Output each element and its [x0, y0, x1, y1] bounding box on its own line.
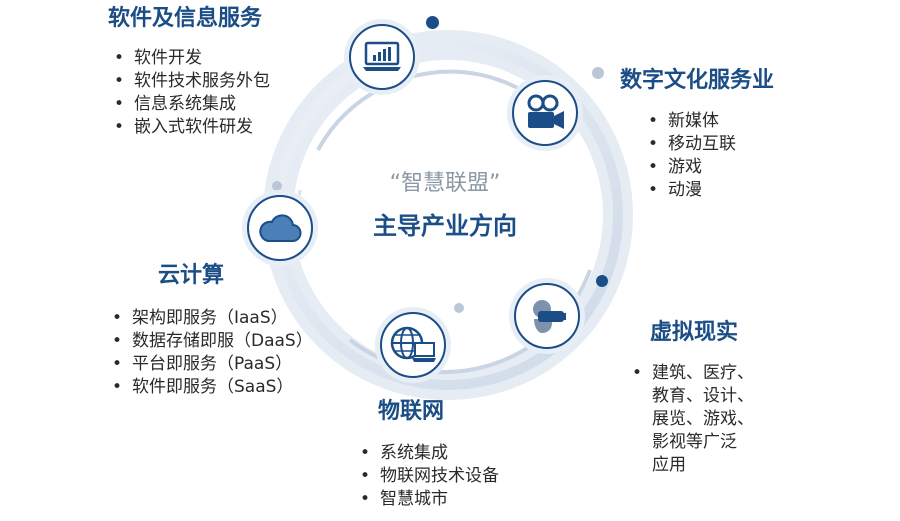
list-item: 软件开发 — [110, 47, 270, 70]
list-item: 软件即服务（SaaS） — [108, 376, 313, 399]
globe-computer-icon — [380, 312, 446, 378]
cloud-heading: 云计算 — [158, 263, 225, 288]
vr-headset-icon — [514, 283, 580, 349]
center-quote: “智慧联盟” — [389, 171, 501, 196]
dot-decoration — [592, 67, 604, 79]
list-item: 应用 — [652, 455, 686, 475]
list-item: 游戏 — [644, 156, 736, 179]
iot-heading: 物联网 — [378, 399, 445, 424]
dot-decoration — [596, 275, 608, 287]
digital-culture-heading: 数字文化服务业 — [620, 68, 775, 93]
digital-culture-list: 新媒体 移动互联 游戏 动漫 — [644, 110, 736, 202]
cloud-list: 架构即服务（IaaS） 数据存储即服（DaaS） 平台即服务（PaaS） 软件即… — [108, 307, 313, 399]
list-item: 智慧城市 — [356, 488, 499, 511]
iot-list: 系统集成 物联网技术设备 智慧城市 — [356, 442, 499, 511]
vr-list: 建筑、医疗、 教育、设计、 展览、游戏、 影视等广泛 应用 — [628, 362, 754, 477]
list-item: 新媒体 — [644, 110, 736, 133]
list-item: 动漫 — [644, 179, 736, 202]
list-item: 系统集成 — [356, 442, 499, 465]
list-item: 平台即服务（PaaS） — [108, 353, 313, 376]
film-camera-icon — [512, 80, 578, 146]
list-item: 教育、设计、 — [652, 386, 754, 406]
list-item: 建筑、医疗、 — [628, 362, 754, 385]
list-item: 物联网技术设备 — [356, 465, 499, 488]
cloud-icon — [247, 195, 313, 261]
center-title: 主导产业方向 — [373, 212, 517, 240]
list-item: 信息系统集成 — [110, 93, 270, 116]
dot-decoration — [426, 16, 439, 29]
dot-decoration — [272, 181, 282, 191]
vr-heading: 虚拟现实 — [650, 320, 739, 345]
software-heading: 软件及信息服务 — [108, 6, 263, 31]
list-item: 数据存储即服（DaaS） — [108, 330, 313, 353]
list-item: 移动互联 — [644, 133, 736, 156]
laptop-chart-icon — [349, 24, 415, 90]
dot-decoration — [454, 303, 464, 313]
list-item: 软件技术服务外包 — [110, 70, 270, 93]
list-item: 嵌入式软件研发 — [110, 116, 270, 139]
list-item: 影视等广泛 — [652, 432, 737, 452]
list-item: 展览、游戏、 — [652, 409, 754, 429]
list-item: 架构即服务（IaaS） — [108, 307, 313, 330]
software-list: 软件开发 软件技术服务外包 信息系统集成 嵌入式软件研发 — [110, 47, 270, 139]
